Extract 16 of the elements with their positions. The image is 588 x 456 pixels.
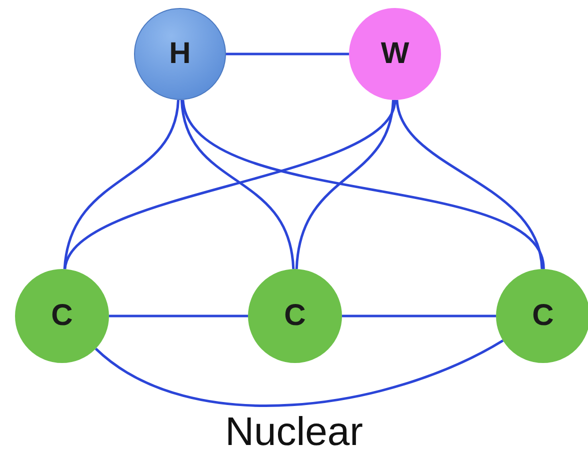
node-label: C bbox=[532, 299, 554, 333]
connector-line bbox=[295, 100, 394, 270]
connector-line bbox=[109, 314, 248, 318]
connector-line bbox=[396, 100, 544, 270]
node-label: C bbox=[51, 299, 73, 333]
connector-line bbox=[63, 100, 180, 270]
caption: Nuclear bbox=[224, 410, 364, 455]
node-label: W bbox=[380, 37, 410, 71]
connector-line bbox=[94, 340, 504, 407]
connector-line bbox=[342, 314, 496, 318]
connector-line bbox=[180, 100, 295, 270]
node-label: C bbox=[284, 299, 306, 333]
connector-line bbox=[182, 100, 545, 270]
connector-line bbox=[226, 52, 349, 56]
node-label: H bbox=[169, 37, 191, 71]
connector-line bbox=[64, 100, 396, 270]
